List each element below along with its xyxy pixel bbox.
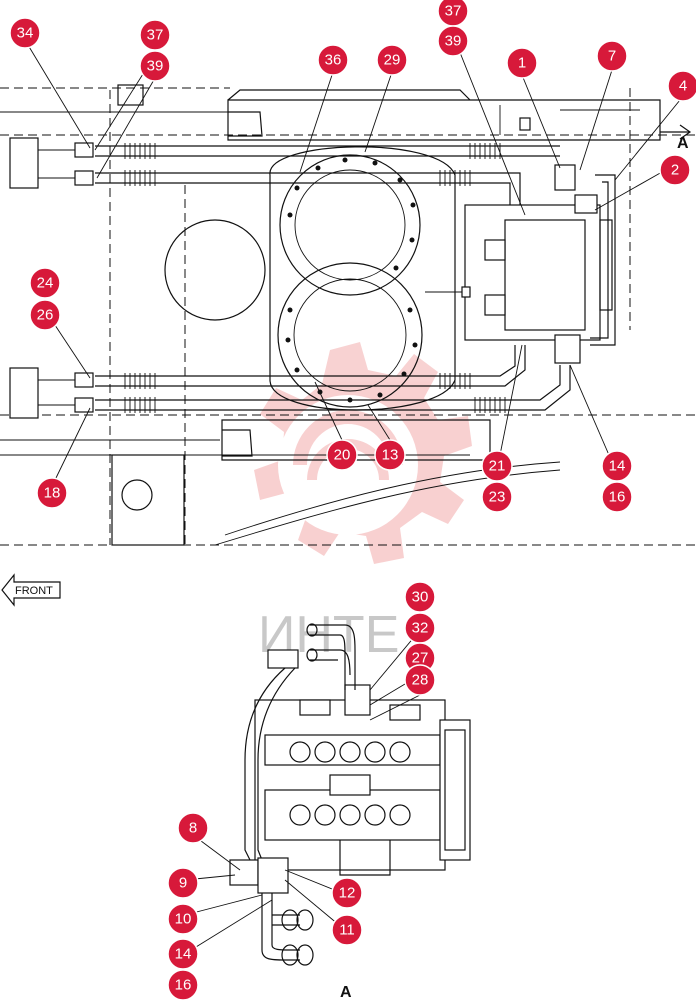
detail-view-a	[229, 623, 471, 966]
callout-2: 2	[659, 154, 691, 186]
callout-13: 13	[374, 439, 406, 471]
callout-det-10: 10	[167, 903, 199, 935]
callout-det-28-text: 28	[412, 672, 429, 689]
callout-26-text: 26	[37, 307, 54, 324]
callout-26: 26	[29, 299, 61, 331]
view-a-marker: A	[677, 135, 689, 152]
callout-16-text: 16	[609, 489, 626, 506]
callout-det-11: 11	[331, 914, 363, 946]
front-label: FRONT	[15, 585, 53, 597]
callout-7: 7	[596, 40, 628, 72]
callout-det-14-text: 14	[175, 946, 192, 963]
callout-det-16-text: 16	[175, 977, 192, 994]
callout-36: 36	[317, 44, 349, 76]
callout-det-9: 9	[167, 867, 199, 899]
callout-1: 1	[506, 47, 538, 79]
callout-1-text: 1	[518, 55, 526, 72]
watermark-gear-logo	[254, 342, 472, 564]
callout-36-text: 36	[325, 52, 342, 69]
leader-lines	[24, 39, 681, 956]
callout-18-text: 18	[44, 485, 61, 502]
left-fittings	[9, 84, 185, 546]
callout-7-text: 7	[608, 48, 616, 65]
callout-4-text: 4	[679, 78, 687, 95]
callout-37-text: 37	[147, 27, 164, 44]
callout-18: 18	[36, 477, 68, 509]
callout-34-text: 34	[17, 25, 34, 42]
callout-23: 23	[481, 481, 513, 513]
callout-16: 16	[601, 481, 633, 513]
callout-det-8: 8	[177, 812, 209, 844]
callout-det-30-text: 30	[412, 589, 429, 606]
callout-14: 14	[601, 450, 633, 482]
callout-det-30: 30	[404, 581, 436, 613]
callout-4: 4	[667, 70, 696, 102]
callout-39b: 39	[437, 25, 469, 57]
callout-39: 39	[139, 50, 171, 82]
callout-det-12-text: 12	[339, 885, 356, 902]
callout-21-text: 21	[489, 458, 506, 475]
callout-det-27: 27	[404, 642, 436, 674]
callout-det-27-text: 27	[412, 650, 429, 667]
callout-39-text: 39	[147, 58, 164, 75]
callout-det-28: 28	[404, 664, 436, 696]
callout-37b: 37	[437, 0, 469, 27]
frame-outline	[0, 87, 696, 546]
callout-14-text: 14	[609, 458, 626, 475]
callout-21: 21	[481, 450, 513, 482]
callout-37: 37	[139, 19, 171, 51]
callout-13-text: 13	[382, 447, 399, 464]
callout-34: 34	[9, 17, 41, 49]
callout-24-text: 24	[37, 275, 54, 292]
callout-24: 24	[29, 267, 61, 299]
callout-det-12: 12	[331, 877, 363, 909]
callout-37b-text: 37	[445, 3, 462, 20]
callout-39b-text: 39	[445, 33, 462, 50]
callout-det-11-text: 11	[339, 922, 355, 939]
callout-det-8-text: 8	[189, 820, 197, 837]
callout-det-32: 32	[404, 612, 436, 644]
callout-det-16: 16	[167, 969, 199, 1000]
callout-20-text: 20	[334, 447, 351, 464]
callout-23-text: 23	[489, 489, 506, 506]
callout-29: 29	[376, 44, 408, 76]
view-a-title: A	[340, 984, 352, 1000]
callout-det-32-text: 32	[412, 620, 429, 637]
front-direction-arrow: FRONT	[1, 573, 61, 607]
callout-det-14: 14	[167, 938, 199, 970]
upper-beam	[227, 89, 661, 141]
callout-20: 20	[326, 439, 358, 471]
callout-2-text: 2	[671, 162, 679, 179]
upper-hoses	[95, 143, 560, 215]
callout-det-9-text: 9	[179, 875, 187, 892]
callout-det-10-text: 10	[175, 911, 192, 928]
callout-29-text: 29	[384, 52, 401, 69]
view-a-arrow-head	[679, 124, 692, 140]
control-valve-top	[425, 164, 616, 364]
